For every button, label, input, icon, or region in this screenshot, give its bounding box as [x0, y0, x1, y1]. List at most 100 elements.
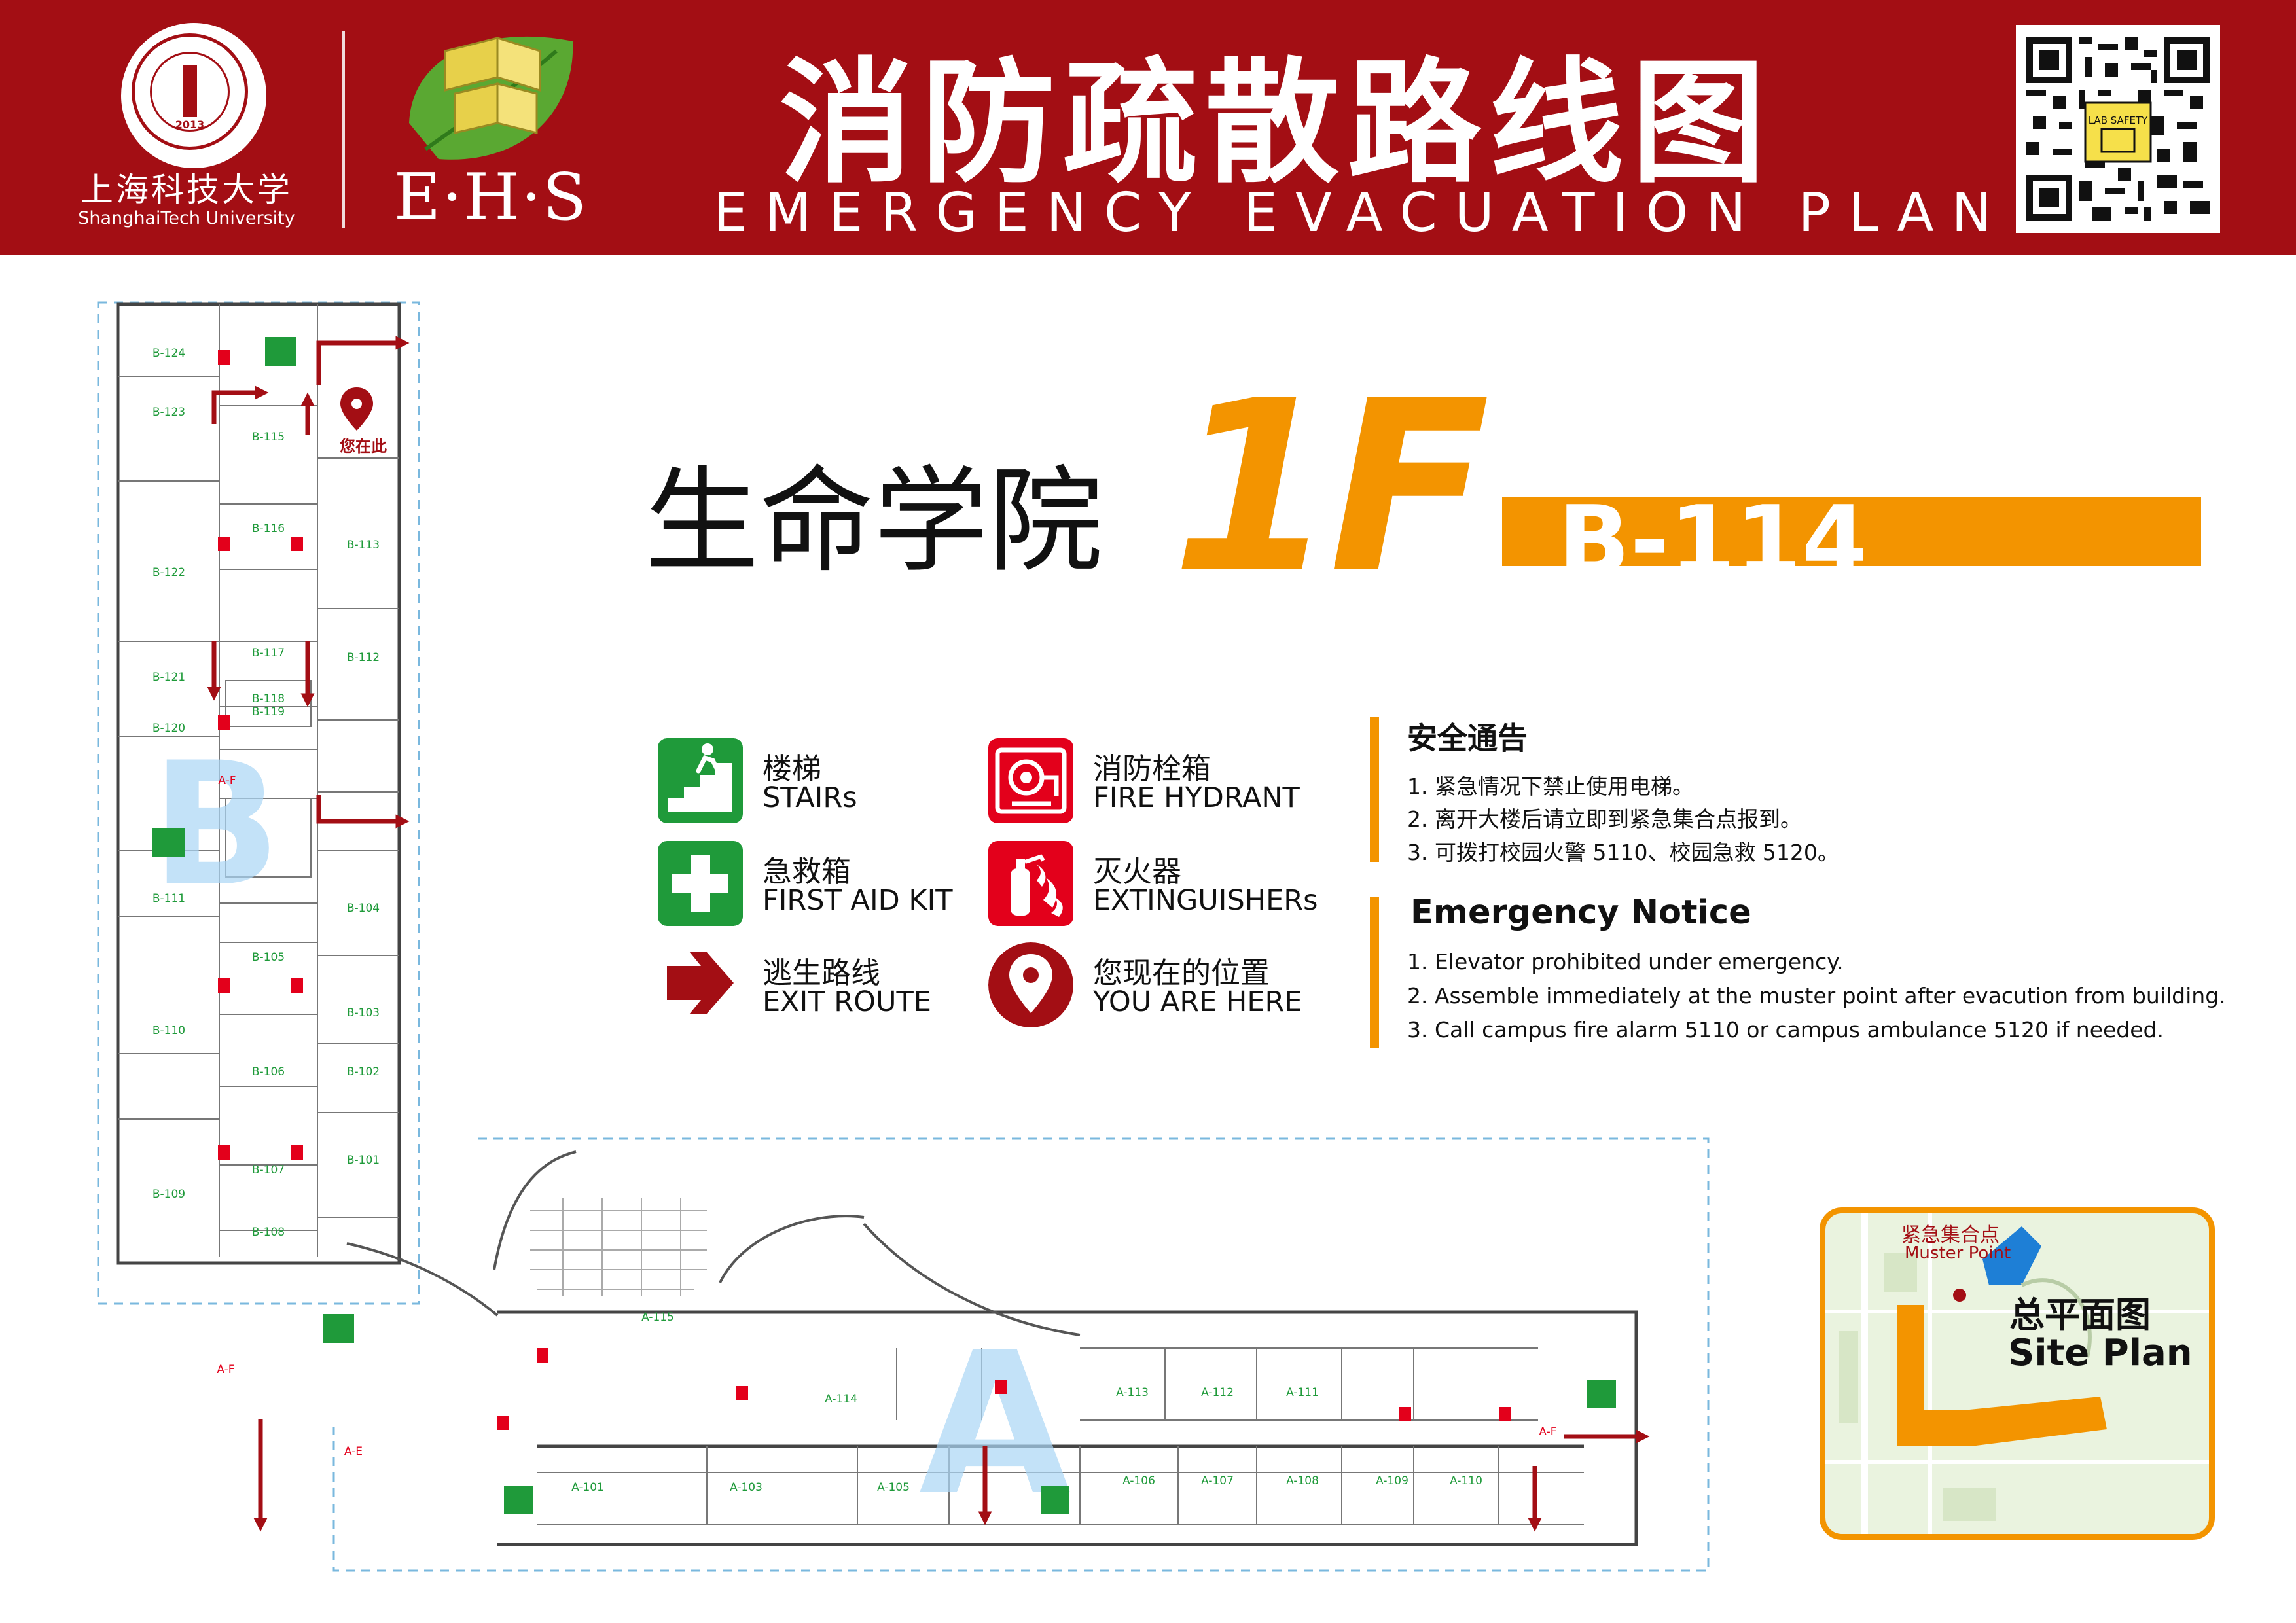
notice-cn-item-1: 1. 紧急情况下禁止使用电梯。: [1407, 774, 1694, 799]
notice-en-title: Emergency Notice: [1410, 893, 1751, 932]
notice-en-item-2: 2. Assemble immediately at the muster po…: [1407, 983, 2226, 1008]
room-label: A-106: [1122, 1474, 1155, 1488]
notice-cn-bar: [1370, 717, 1379, 862]
site-plan-frame: [1820, 1207, 2215, 1540]
fire-hydrant-icon: [988, 738, 1073, 823]
legend-hydrant-cn: 消防栓箱: [1093, 751, 1211, 786]
stair-tag: A-E: [344, 1445, 363, 1458]
room-label: B-105: [252, 951, 285, 964]
muster-point-cn: 紧急集合点: [1901, 1224, 2000, 1247]
qr-code[interactable]: LAB SAFETY: [2016, 25, 2220, 233]
legend-stairs-en: STAIRs: [762, 781, 857, 814]
legend-you-are-here-cn: 您现在的位置: [1093, 955, 1270, 990]
room-label: A-107: [1201, 1474, 1234, 1488]
stair-tag: A-F: [1539, 1425, 1556, 1438]
notice-en-item-3: 3. Call campus fire alarm 5110 or campus…: [1407, 1017, 2164, 1043]
room-label: B-102: [347, 1065, 380, 1079]
legend-hydrant-en: FIRE HYDRANT: [1093, 781, 1300, 814]
header-divider: [342, 31, 345, 228]
extinguisher-icon: [988, 841, 1073, 926]
legend-first-aid-en: FIRST AID KIT: [762, 884, 953, 917]
notice-cn-title: 安全通告: [1407, 721, 1528, 756]
room-label: B-111: [152, 892, 185, 905]
title-cn: 消防疏散路线图: [779, 46, 1774, 202]
qr-badge-text: LAB SAFETY: [2089, 115, 2148, 126]
legend-stairs: 楼梯 STAIRs: [658, 738, 1024, 827]
room-label: A-112: [1201, 1386, 1234, 1399]
stair-tag: A-F: [218, 774, 236, 787]
room-label: A-113: [1116, 1386, 1149, 1399]
legend-fire-hydrant: 消防栓箱 FIRE HYDRANT: [988, 738, 1355, 827]
header-banner: 2013 上海科技大学 ShanghaiTech University E·H·…: [0, 0, 2296, 255]
room-label: A-105: [877, 1481, 910, 1494]
room-label: B-107: [252, 1164, 285, 1177]
room-bar: [1502, 497, 2201, 566]
location-pin-icon: [340, 387, 373, 431]
notice-en-item-1: 1. Elevator prohibited under emergency.: [1407, 949, 1844, 974]
legend-extinguisher-en: EXTINGUISHERs: [1093, 884, 1318, 917]
site-plan-title-en: Site Plan: [2008, 1332, 2193, 1374]
room-label: A-101: [571, 1481, 604, 1494]
room-label: B-117: [252, 647, 285, 660]
legend-exit-route-en: EXIT ROUTE: [762, 986, 931, 1018]
university-seal-logo: 2013: [121, 23, 266, 168]
room-label: B-112: [347, 651, 380, 664]
legend-exit-route: 逃生路线 EXIT ROUTE: [658, 942, 1024, 1031]
building-name: 生命学院: [645, 455, 1103, 588]
stair-tag: A-F: [217, 1363, 234, 1376]
room-label: B-109: [152, 1188, 185, 1201]
room-label: B-115: [252, 431, 285, 444]
notice-cn-item-2: 2. 离开大楼后请立即到紧急集合点报到。: [1407, 806, 1802, 832]
university-name-en: ShanghaiTech University: [78, 208, 295, 228]
legend-first-aid-cn: 急救箱: [762, 854, 852, 889]
room-label: B-121: [152, 671, 185, 684]
room-label: B-108: [252, 1226, 285, 1239]
muster-point-en: Muster Point: [1905, 1243, 2011, 1263]
room-label: B-103: [347, 1007, 380, 1020]
site-plan-map: [1825, 1213, 2209, 1534]
site-plan-title-cn: 总平面图: [2009, 1294, 2151, 1336]
room-label: A-109: [1376, 1474, 1408, 1488]
legend-exit-route-cn: 逃生路线: [762, 955, 881, 990]
stairs-icon: [658, 738, 743, 823]
room-label: B-120: [152, 722, 185, 735]
ehs-leaf-logo: [409, 36, 573, 160]
notice-en-bar: [1370, 897, 1379, 1048]
legend-stairs-cn: 楼梯: [762, 751, 822, 786]
legend-extinguisher-cn: 灭火器: [1093, 854, 1182, 889]
legend-you-are-here: 您现在的位置 YOU ARE HERE: [988, 942, 1355, 1031]
room-label: A-114: [825, 1393, 857, 1406]
title-en: EMERGENCY EVACUATION PLAN: [713, 182, 2009, 244]
exit-arrow-icon: [667, 952, 734, 1014]
seal-year: 2013: [175, 118, 205, 131]
room-label: A-111: [1286, 1386, 1319, 1399]
first-aid-icon: [658, 841, 743, 926]
room-label: B-118: [252, 692, 285, 705]
room-number: B-114: [1558, 486, 1868, 596]
you-are-here-label: 您在此: [340, 437, 387, 455]
legend-you-are-here-en: YOU ARE HERE: [1093, 986, 1302, 1018]
room-label: B-106: [252, 1065, 285, 1079]
room-label: B-122: [152, 566, 185, 579]
floor-number: 1F: [1172, 350, 1490, 624]
location-pin-icon: [988, 942, 1073, 1027]
room-label: B-123: [152, 406, 185, 419]
room-label: A-108: [1286, 1474, 1319, 1488]
room-label: A-115: [641, 1311, 674, 1324]
wing-label-a: A: [919, 1310, 1072, 1539]
muster-point-dot: [1953, 1289, 1966, 1302]
room-label: B-116: [252, 522, 285, 535]
university-name-cn: 上海科技大学: [81, 171, 293, 209]
room-label: B-101: [347, 1154, 380, 1167]
legend-first-aid: 急救箱 FIRST AID KIT: [658, 841, 1024, 929]
room-label: B-119: [252, 705, 285, 719]
room-label: B-113: [347, 539, 380, 552]
wing-label-b: B: [151, 726, 281, 924]
room-label: B-104: [347, 902, 380, 915]
room-label: A-110: [1450, 1474, 1482, 1488]
legend-extinguisher: 灭火器 EXTINGUISHERs: [988, 841, 1355, 929]
ehs-wordmark: E·H·S: [393, 160, 588, 235]
notice-cn-item-3: 3. 可拨打校园火警 5110、校园急救 5120。: [1407, 840, 1839, 865]
room-label: A-103: [730, 1481, 762, 1494]
room-label: B-110: [152, 1024, 185, 1037]
